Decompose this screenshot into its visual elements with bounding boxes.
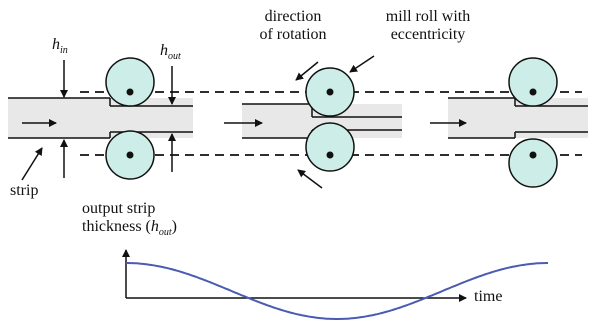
time-label: time (474, 288, 503, 305)
lower-roll-3-axis (529, 151, 537, 159)
lower-roll-2-axis (326, 151, 334, 159)
upper-roll-3 (508, 57, 558, 107)
lower-roll-1-axis (126, 151, 134, 159)
strip-pointer-arrow (21, 147, 43, 181)
rotation-arrow-bottom (297, 169, 323, 189)
rotation-arrow-top (295, 61, 319, 81)
upper-roll-1-axis (126, 88, 134, 96)
stand-3 (430, 57, 588, 188)
h-in-label: hin (52, 36, 68, 57)
upper-roll-1 (105, 57, 155, 107)
strip-label: strip (10, 182, 39, 199)
upper-roll-2-axis (326, 88, 334, 96)
lower-roll-2 (305, 122, 355, 172)
stand-2 (224, 55, 402, 189)
thickness-plot (122, 249, 548, 320)
lower-roll-3 (508, 138, 558, 188)
stand-1 (8, 57, 193, 181)
mill-roll-pointer-arrow (349, 55, 375, 73)
h-out-label: hout (160, 42, 181, 63)
thickness-curve (126, 262, 548, 320)
upper-roll-3-axis (529, 88, 537, 96)
